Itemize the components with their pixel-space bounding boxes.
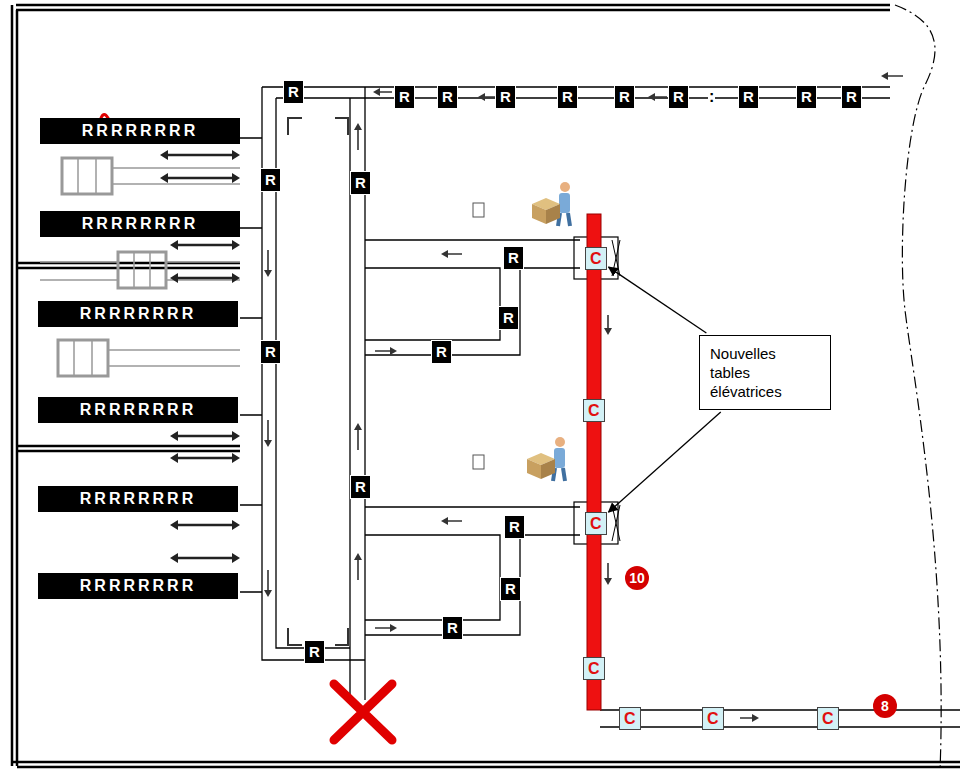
node-text: R	[673, 89, 684, 105]
rack-box: R	[503, 246, 524, 270]
rack-box: R	[498, 306, 519, 330]
rack-box: R	[260, 340, 281, 364]
rack-box: R	[614, 85, 635, 109]
carton-box: C	[817, 707, 839, 730]
node-text: R	[801, 89, 812, 105]
node-text: R	[436, 344, 447, 360]
node-text: C	[822, 710, 834, 727]
node-text: R	[265, 344, 276, 360]
rack-box: R	[304, 640, 325, 664]
rack-box: R	[283, 80, 304, 104]
rack-box: R	[350, 475, 371, 499]
node-text: R	[309, 644, 320, 660]
node-text: R	[288, 84, 299, 100]
rack-box: R	[796, 85, 817, 109]
storage-rack-row: RRRRRRRR	[40, 118, 240, 144]
node-text: R	[447, 620, 458, 636]
rack-box: R	[437, 85, 458, 109]
rack-box: R	[841, 85, 862, 109]
rack-box: R	[394, 85, 415, 109]
node-text: RRRRRRRR	[82, 122, 198, 140]
node-text: R	[399, 89, 410, 105]
node-text: R	[846, 89, 857, 105]
rack-box: R	[495, 85, 516, 109]
callout-box: Nouvelles tables élévatrices	[699, 335, 831, 410]
node-text: R	[355, 479, 366, 495]
node-text: C	[590, 515, 602, 532]
rack-box: R	[431, 340, 452, 364]
node-text: C	[588, 402, 600, 419]
node-text: Nouvelles tables élévatrices	[710, 344, 820, 401]
node-text: R	[743, 89, 754, 105]
storage-rack-row: RRRRRRRR	[38, 486, 238, 512]
node-text: C	[707, 710, 719, 727]
carton-box: C	[619, 707, 641, 730]
node-text: RRRRRRRR	[80, 401, 196, 419]
rack-box: R	[350, 171, 371, 195]
node-text: C	[624, 710, 636, 727]
callout-number: 8	[873, 694, 897, 718]
rack-box: R	[260, 168, 281, 192]
carton-box: C	[583, 399, 605, 422]
carton-box: C	[585, 512, 607, 535]
node-text: R	[265, 172, 276, 188]
node-text: RRRRRRRR	[82, 215, 198, 233]
node-text: R	[619, 89, 630, 105]
callout-arrow	[609, 267, 707, 333]
carton-box: C	[702, 707, 724, 730]
separator-mark: :	[708, 88, 715, 106]
node-text: R	[503, 310, 514, 326]
carton-box: C	[583, 657, 605, 680]
node-text: R	[500, 89, 511, 105]
node-text: R	[505, 581, 516, 597]
storage-rack-row: RRRRRRRR	[38, 397, 238, 423]
node-text: C	[590, 250, 602, 267]
node-text: R	[508, 250, 519, 266]
node-text: RRRRRRRR	[80, 305, 196, 323]
rack-box: R	[504, 515, 525, 539]
node-text: R	[562, 89, 573, 105]
node-text: RRRRRRRR	[80, 490, 196, 508]
rack-box: R	[500, 577, 521, 601]
storage-rack-row: RRRRRRRR	[38, 573, 238, 599]
rack-box: R	[442, 616, 463, 640]
storage-rack-row: RRRRRRRR	[40, 211, 240, 237]
node-text: C	[588, 660, 600, 677]
callout-number: 10	[625, 566, 649, 590]
rack-box: R	[738, 85, 759, 109]
node-text: R	[442, 89, 453, 105]
node-text: R	[355, 175, 366, 191]
carton-box: C	[585, 247, 607, 270]
callout-arrow	[609, 412, 721, 512]
node-text: R	[509, 519, 520, 535]
rack-box: R	[557, 85, 578, 109]
storage-rack-row: RRRRRRRR	[38, 301, 238, 327]
rack-box: R	[668, 85, 689, 109]
node-text: RRRRRRRR	[80, 577, 196, 595]
